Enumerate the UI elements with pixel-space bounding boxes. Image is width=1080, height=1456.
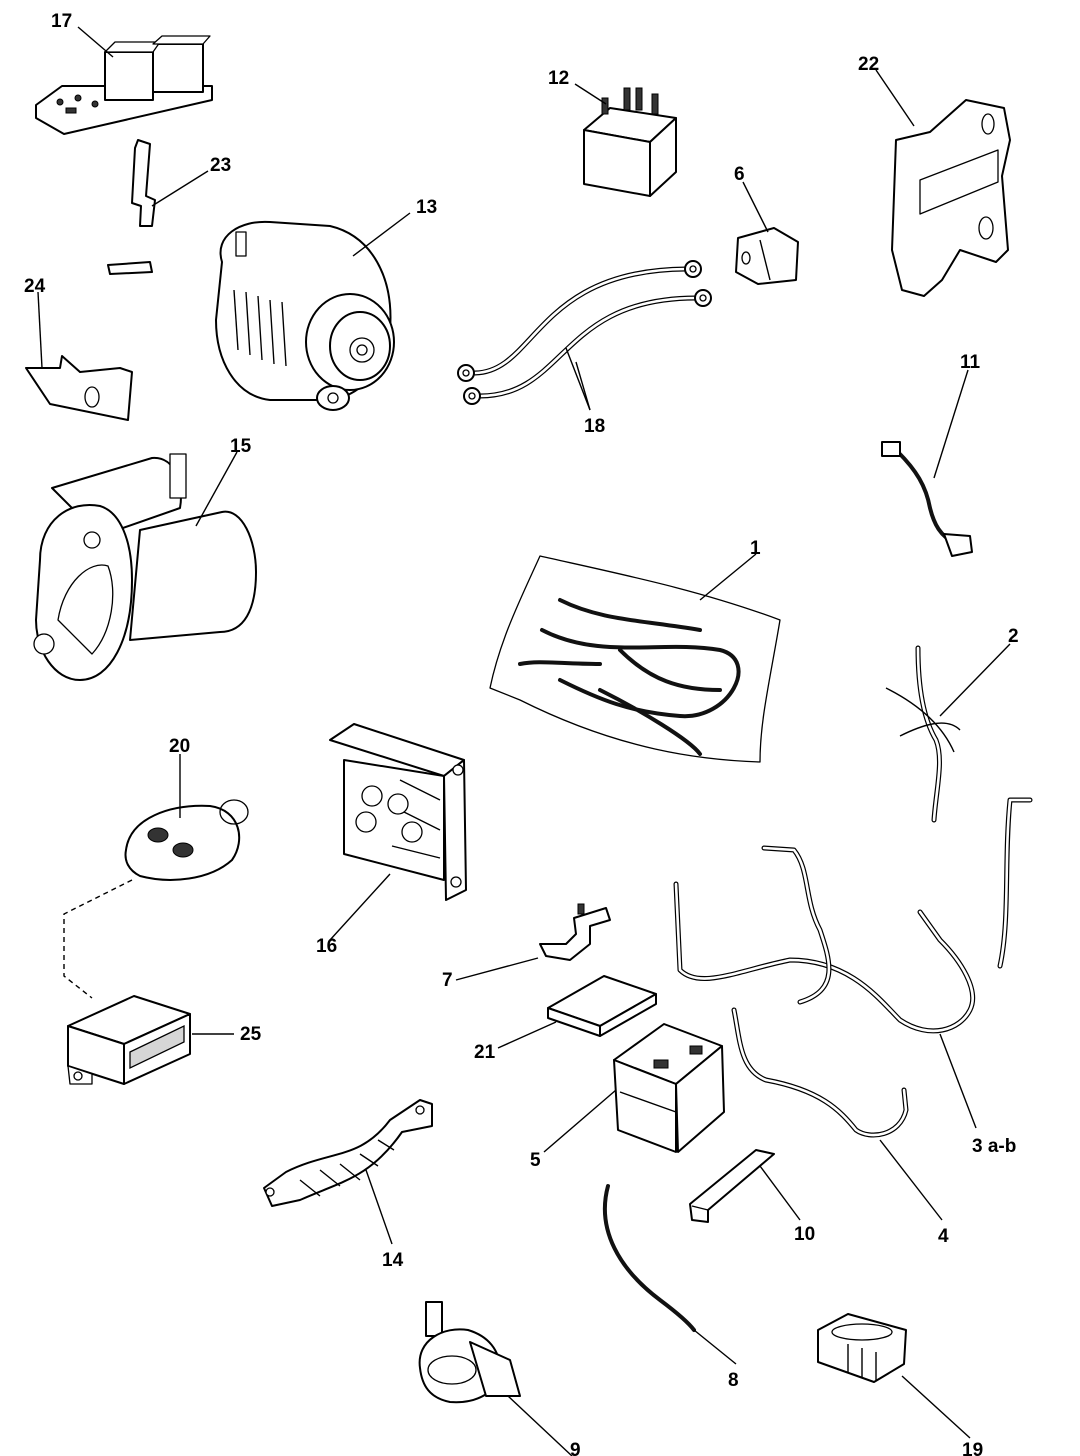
label-8: 8	[728, 1370, 739, 1391]
part-14-earth-strap	[263, 1099, 433, 1207]
label-20: 20	[169, 736, 190, 757]
part-4-harness	[731, 1007, 909, 1138]
part-1-main-wiring-harness	[489, 555, 781, 763]
label-4: 4	[938, 1226, 949, 1247]
part-7-small-bracket	[539, 903, 611, 961]
label-25: 25	[240, 1024, 262, 1045]
part-22-mounting-bracket	[891, 99, 1011, 297]
part-10-battery-clamp	[689, 1149, 775, 1223]
part-9-horn	[418, 1301, 521, 1404]
label-12: 12	[548, 68, 569, 89]
label-1: 1	[750, 538, 761, 559]
label-14: 14	[382, 1250, 404, 1271]
part-5-battery	[613, 1023, 725, 1153]
part-2-harness	[885, 645, 961, 823]
label-10: 10	[794, 1224, 815, 1245]
label-7: 7	[442, 970, 453, 991]
label-3ab: 3 a-b	[972, 1136, 1016, 1157]
part-23-rod-bracket	[107, 139, 156, 275]
part-25-control-module	[67, 995, 191, 1085]
part-21-battery-pad	[547, 975, 657, 1037]
label-5: 5	[530, 1150, 541, 1171]
label-15: 15	[230, 436, 252, 457]
part-19-cable-clip	[817, 1313, 907, 1383]
label-24: 24	[24, 276, 46, 297]
label-22: 22	[858, 54, 879, 75]
part-11-sensor-lead	[881, 441, 973, 557]
part-15-starter-motor	[33, 453, 257, 681]
label-6: 6	[734, 164, 745, 185]
label-13: 13	[416, 197, 437, 218]
part-18-earth-leads	[457, 260, 712, 405]
part-6-clip	[735, 227, 799, 285]
part-8-tube	[602, 1184, 696, 1332]
label-19: 19	[962, 1440, 983, 1456]
label-9: 9	[570, 1440, 581, 1456]
label-16: 16	[316, 936, 337, 957]
part-13-alternator	[215, 220, 395, 411]
label-11: 11	[960, 352, 981, 373]
label-21: 21	[474, 1042, 496, 1063]
label-18: 18	[584, 416, 605, 437]
part-16-ignition-module	[329, 723, 467, 901]
part-3-harness-a-b	[673, 797, 1033, 1034]
label-2: 2	[1008, 626, 1019, 647]
label-23: 23	[210, 155, 231, 176]
part-20-remote-key-fob	[124, 799, 249, 881]
part-17-relay-board	[35, 35, 213, 135]
part-12-relay	[583, 87, 677, 197]
label-17: 17	[51, 11, 72, 32]
part-24-bracket	[25, 355, 133, 421]
